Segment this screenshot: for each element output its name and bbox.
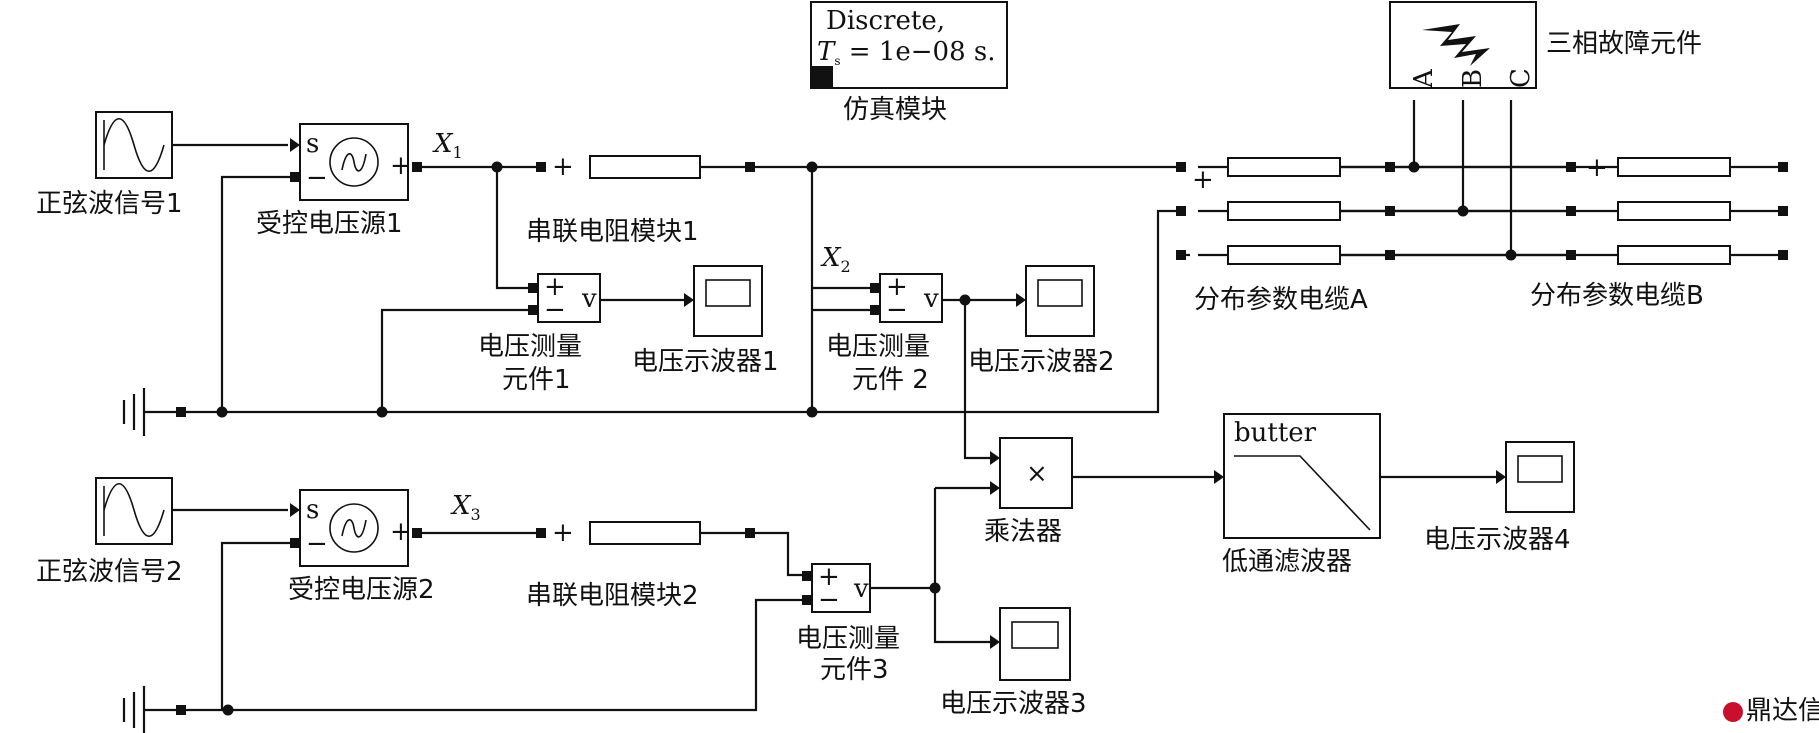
cable-a-plus: + (1192, 165, 1214, 195)
watermark-logo: 鼎达信 (1723, 696, 1819, 726)
vm3-label-2: 元件3 (820, 655, 889, 685)
watermark-text: 鼎达信 (1746, 696, 1819, 726)
scope3-label: 电压示波器3 (940, 689, 1087, 719)
node-x1: X1 (432, 129, 463, 162)
scope-1[interactable]: 电压示波器1 (632, 265, 779, 377)
ground-2 (122, 686, 186, 733)
series-resistor-1[interactable]: + 串联电阻模块1 (526, 152, 755, 247)
fault-port-a: A (1409, 68, 1439, 89)
cable-b-label: 分布参数电缆B (1530, 281, 1704, 311)
sine1-label: 正弦波信号1 (36, 189, 183, 219)
series-resistor-2[interactable]: + 串联电阻模块2 (526, 518, 755, 611)
ac-source-icon (341, 153, 367, 172)
multiplier-block[interactable]: × 乘法器 (984, 437, 1073, 547)
controlled-voltage-source-2[interactable]: s − + 受控电压源2 (288, 489, 435, 605)
voltage-measurement-2[interactable]: + − v 电压测量 元件 2 (826, 272, 943, 395)
sine-wave-icon (103, 117, 165, 173)
scope1-label: 电压示波器1 (632, 347, 779, 377)
src2-port-minus: − (306, 529, 328, 559)
src2-port-s: s (306, 495, 319, 525)
node-x2: X2 (820, 243, 851, 276)
vm1-out: v (581, 284, 597, 314)
scope-screen-icon (705, 279, 751, 307)
sim-label: 仿真模块 (843, 95, 947, 125)
scope4-label: 电压示波器4 (1424, 525, 1571, 555)
scope-screen-icon (1011, 621, 1059, 649)
vm2-minus: − (886, 295, 908, 325)
voltage-measurement-3[interactable]: + − v 电压测量 元件3 (796, 562, 900, 685)
src1-port-s: s (306, 129, 319, 159)
fault-label: 三相故障元件 (1546, 29, 1702, 59)
scope-3[interactable]: 电压示波器3 (940, 607, 1087, 719)
vm2-label-1: 电压测量 (826, 332, 930, 362)
vm1-minus: − (544, 295, 566, 325)
controlled-voltage-source-1[interactable]: s − + 受控电压源1 (256, 123, 422, 239)
src1-port-plus: + (390, 151, 412, 181)
res1-plus: + (552, 152, 574, 182)
filter-response-icon (1234, 455, 1371, 531)
three-phase-fault-block[interactable]: A B C 三相故障元件 (1389, 1, 1702, 89)
sine-wave-block-1[interactable]: 正弦波信号1 (36, 111, 183, 219)
vm3-plus: + (818, 562, 840, 592)
src1-label: 受控电压源1 (256, 209, 403, 239)
distributed-cable-a[interactable]: + 分布参数电缆A (1176, 157, 1395, 315)
ac-source-icon (341, 519, 367, 538)
low-pass-filter-block[interactable]: butter 低通滤波器 (1222, 413, 1381, 577)
vm3-minus: − (818, 585, 840, 615)
sim-timestep: Ts = 1e−08 s. (817, 37, 996, 68)
src1-port-minus: − (306, 163, 328, 193)
vm3-label-1: 电压测量 (796, 624, 900, 654)
multiply-icon: × (1026, 459, 1048, 489)
scope-2[interactable]: 电压示波器2 (968, 265, 1115, 377)
vm3-out: v (853, 574, 869, 604)
sine-wave-block-2[interactable]: 正弦波信号2 (36, 477, 183, 587)
sim-line1: Discrete, (826, 6, 945, 36)
voltage-measurement-1[interactable]: + − v 电压测量 元件1 (478, 272, 601, 395)
res2-plus: + (552, 518, 574, 548)
src2-port-plus: + (390, 517, 412, 547)
vm1-label-1: 电压测量 (478, 332, 582, 362)
lpf-label: 低通滤波器 (1222, 547, 1352, 577)
scope2-label: 电压示波器2 (968, 347, 1115, 377)
sine2-label: 正弦波信号2 (36, 557, 183, 587)
src2-label: 受控电压源2 (288, 575, 435, 605)
mult-label: 乘法器 (984, 517, 1062, 547)
vm1-label-2: 元件1 (502, 365, 571, 395)
scope-4[interactable]: 电压示波器4 (1424, 441, 1575, 555)
vm1-plus: + (544, 272, 566, 302)
res2-label: 串联电阻模块2 (526, 581, 699, 611)
sine-wave-icon (103, 482, 165, 538)
cable-a-label: 分布参数电缆A (1194, 285, 1368, 315)
junctions (216, 161, 1517, 716)
lightning-icon (1422, 24, 1490, 66)
fault-port-c: C (1506, 68, 1536, 88)
vm2-label-2: 元件 2 (852, 365, 929, 395)
distributed-cable-b[interactable]: + 分布参数电缆B (1530, 153, 1788, 311)
vm2-plus: + (886, 272, 908, 302)
scope-screen-icon (1517, 455, 1563, 483)
ground-1 (122, 388, 186, 436)
res1-label: 串联电阻模块1 (526, 217, 699, 247)
lpf-text: butter (1234, 418, 1317, 448)
scope-screen-icon (1037, 279, 1083, 307)
vm2-out: v (923, 284, 939, 314)
simulation-block[interactable]: Discrete, Ts = 1e−08 s. 仿真模块 (810, 1, 1008, 125)
node-x3: X3 (450, 491, 481, 524)
fault-port-b: B (1458, 69, 1488, 88)
